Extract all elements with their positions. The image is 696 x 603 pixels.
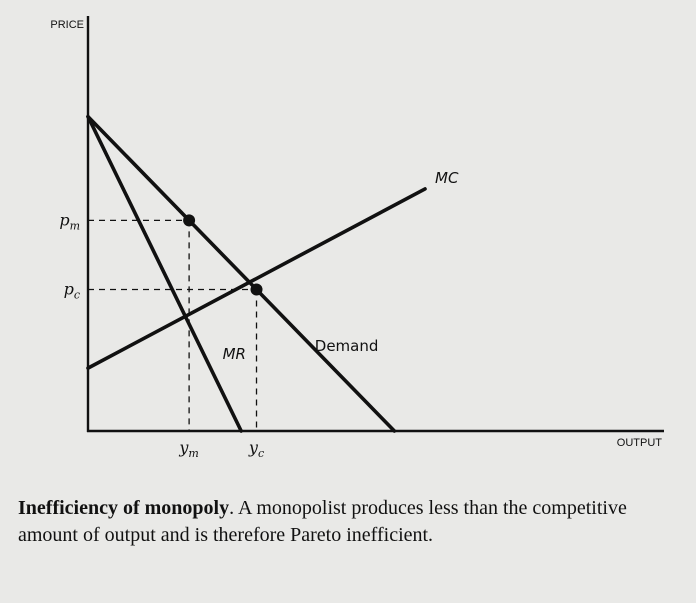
mr-label: MR xyxy=(223,345,246,363)
caption-title: Inefficiency of monopoly xyxy=(18,497,230,519)
monopoly-point xyxy=(183,214,196,227)
guides-layer xyxy=(88,219,258,431)
demand-label: Demand xyxy=(315,337,379,355)
monopoly-output-tick: ym xyxy=(178,438,198,460)
points-layer xyxy=(183,214,263,296)
monopoly-price-tick: pm xyxy=(59,210,80,232)
mc-curve xyxy=(86,187,427,370)
x-axis-label: OUTPUT xyxy=(617,437,663,449)
caption-text: . A monopolist produces less than the co… xyxy=(18,497,627,546)
figure-caption: Inefficiency of monopoly. A monopolist p… xyxy=(18,495,680,549)
demand-curve xyxy=(86,114,397,433)
curves-layer xyxy=(86,114,427,433)
labels-layer: Demand MR MC pm ym pc yc xyxy=(59,169,459,460)
mc-label: MC xyxy=(435,169,459,187)
y-axis-label: PRICE xyxy=(50,19,84,31)
mr-curve xyxy=(86,114,243,433)
competitive-point xyxy=(250,283,263,296)
monopoly-figure: PRICE OUTPUT Demand MR MC pm ym pc yc xyxy=(50,16,664,460)
competitive-output-tick: yc xyxy=(248,438,264,460)
competitive-price-tick: pc xyxy=(64,280,80,302)
